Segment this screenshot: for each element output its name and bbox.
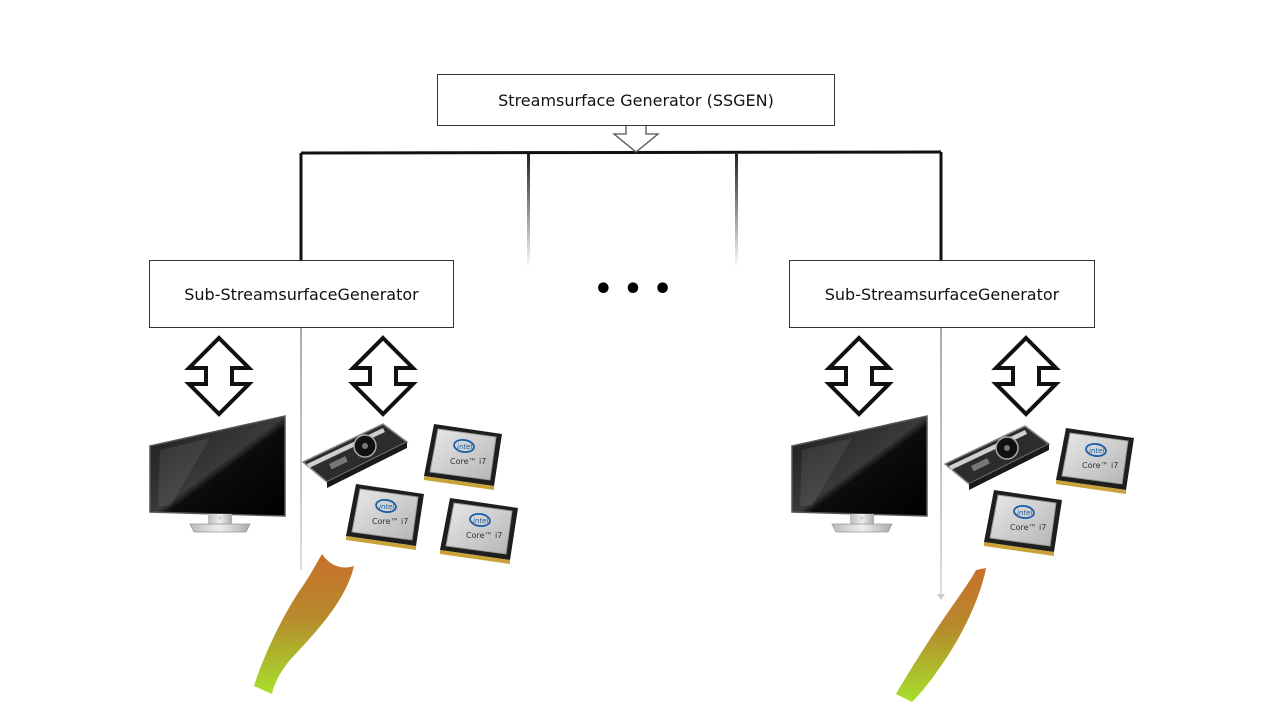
root-generator-box: Streamsurface Generator (SSGEN) (437, 74, 835, 126)
sub-generator-box-right: Sub-StreamsurfaceGenerator (789, 260, 1095, 328)
gpu-card-icon (302, 423, 408, 489)
right-cluster (791, 336, 1135, 702)
double-arrow-icon (994, 336, 1058, 416)
monitor-icon (791, 415, 928, 533)
gpu-card-icon (944, 425, 1050, 491)
root-generator-label: Streamsurface Generator (SSGEN) (498, 90, 774, 110)
cpu-chip-icon (983, 489, 1063, 557)
double-arrow-icon (351, 336, 415, 416)
cpu-chip-icon (439, 497, 519, 565)
cpu-chip-icon (345, 483, 425, 551)
stream-surface-image (254, 554, 354, 694)
connector-tree (299, 126, 945, 600)
double-arrow-icon (827, 336, 891, 416)
cpu-chip-icon (1055, 427, 1135, 495)
double-arrow-icon (187, 336, 251, 416)
sub-generator-label: Sub-StreamsurfaceGenerator (184, 284, 419, 304)
cpu-chip-icon (423, 423, 503, 491)
sub-generator-label: Sub-StreamsurfaceGenerator (824, 284, 1060, 304)
left-cluster (149, 336, 519, 694)
monitor-icon (149, 415, 286, 533)
ellipsis: • • • (594, 272, 672, 307)
sub-generator-box-left: Sub-StreamsurfaceGenerator (149, 260, 454, 328)
stream-surface-image (896, 568, 986, 702)
